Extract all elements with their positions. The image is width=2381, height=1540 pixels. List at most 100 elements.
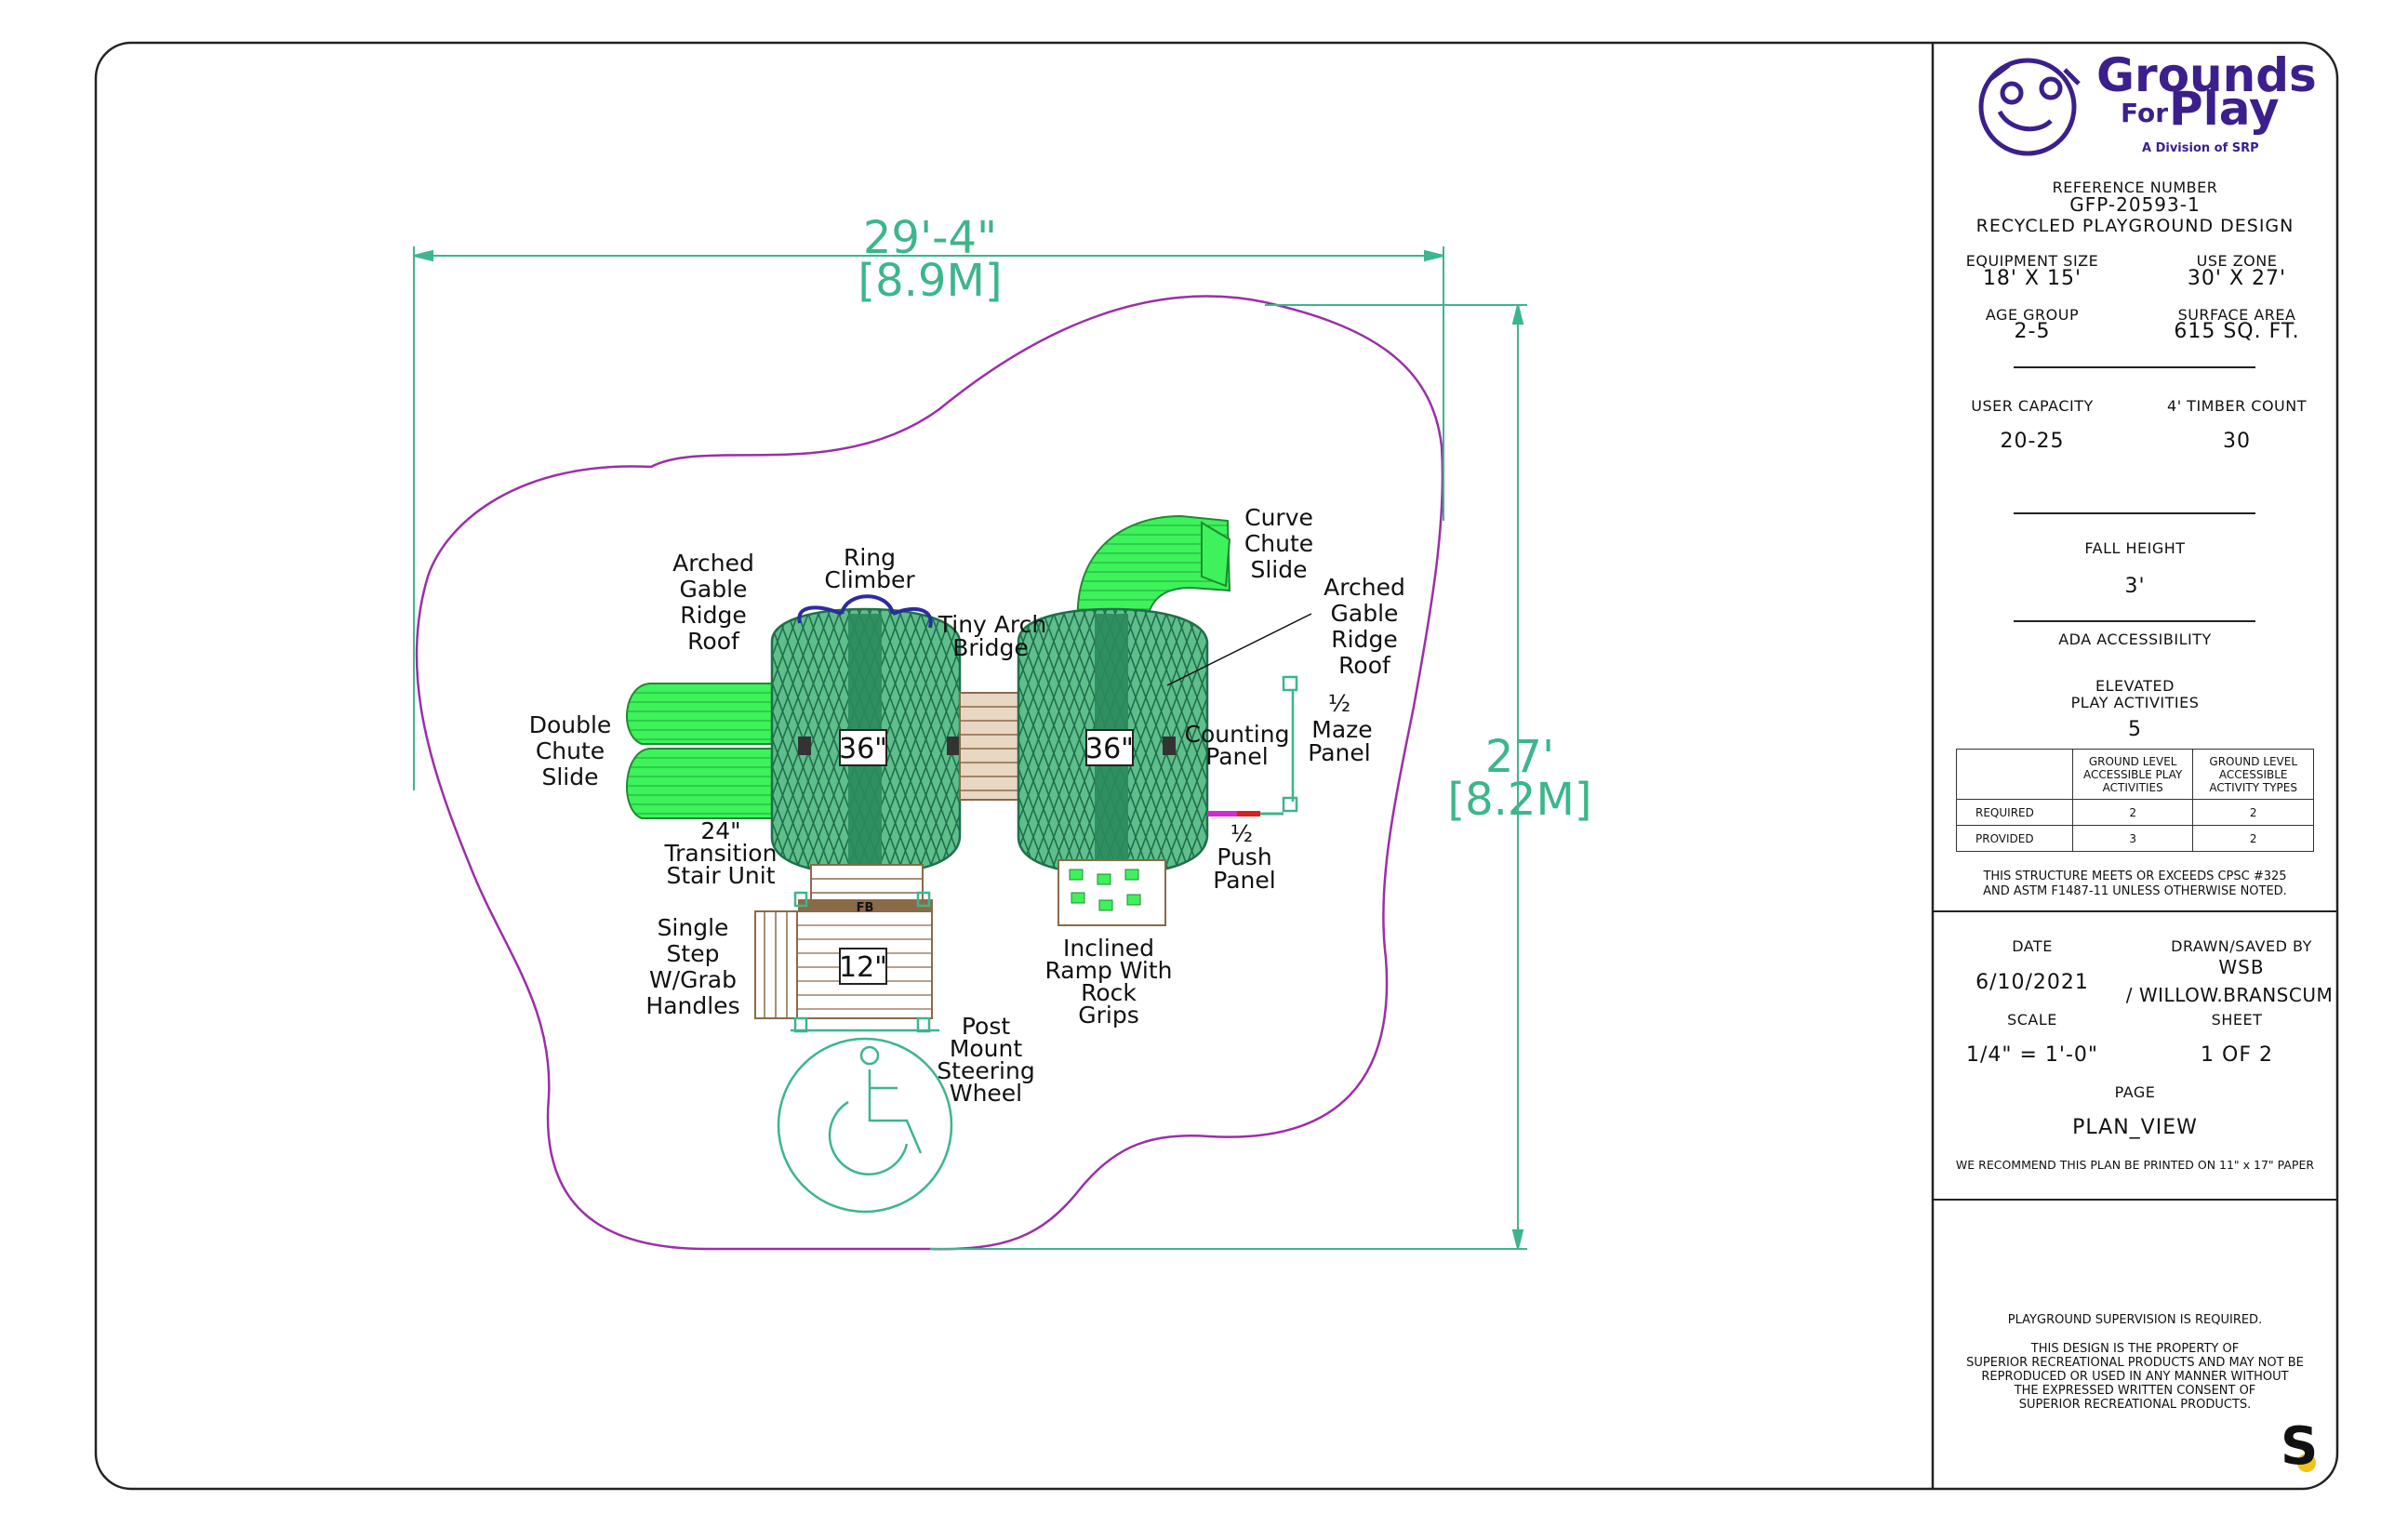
width-dimension bbox=[413, 246, 1444, 790]
height-tag-left-text: 36" bbox=[839, 733, 887, 765]
svg-text:W/Grab: W/Grab bbox=[649, 966, 737, 993]
ring-climber bbox=[797, 594, 933, 629]
maze-panel bbox=[1282, 675, 1298, 813]
srp-corner-mark-icon bbox=[2297, 1454, 2316, 1472]
property-note-4: THE EXPRESSED WRITTEN CONSENT OF bbox=[2014, 1384, 2256, 1398]
srp-corner-mark: S bbox=[2281, 1416, 2319, 1477]
equipment-size-label: EQUIPMENT SIZE bbox=[1965, 252, 2099, 270]
svg-text:Chute: Chute bbox=[536, 737, 605, 764]
svg-text:Gable: Gable bbox=[1331, 600, 1399, 627]
inclined-ramp bbox=[1057, 859, 1166, 926]
ada-row-required-label: REQUIRED bbox=[1956, 799, 2073, 826]
label-inclined-ramp: Inclined Ramp With Rock Grips bbox=[1044, 935, 1172, 1029]
svg-text:Slide: Slide bbox=[541, 763, 598, 790]
logo-grounds: Grounds bbox=[2096, 48, 2317, 102]
use-zone-value: 30' X 27' bbox=[2187, 267, 2287, 290]
label-double-chute-slide: Double Chute Slide bbox=[529, 711, 612, 790]
ada-row-provided-label: PROVIDED bbox=[1956, 825, 2073, 852]
svg-text:Gable: Gable bbox=[680, 576, 748, 603]
height-dim-meters: [8.2M] bbox=[1447, 774, 1591, 826]
width-dim-feet: 29'-4" bbox=[863, 212, 997, 264]
label-ring-climber: Ring Climber bbox=[824, 544, 915, 593]
label-maze-panel: ½ Maze Panel bbox=[1308, 690, 1372, 766]
user-capacity-label: USER CAPACITY bbox=[1971, 397, 2094, 415]
svg-text:Single: Single bbox=[658, 914, 729, 941]
timber-count-value: 30 bbox=[2223, 430, 2251, 453]
scale-value: 1/4" = 1'-0" bbox=[1965, 1043, 2099, 1067]
label-curve-chute-slide: Curve Chute Slide bbox=[1244, 504, 1313, 583]
age-group-value: 2-5 bbox=[2014, 320, 2051, 343]
svg-text:Wheel: Wheel bbox=[950, 1080, 1022, 1107]
svg-text:Curve: Curve bbox=[1244, 504, 1313, 531]
height-tag-step: 12" bbox=[839, 948, 887, 985]
label-steering-wheel: Post Mount Steering Wheel bbox=[937, 1013, 1034, 1107]
drawn-by-line2: / WILLOW.BRANSCUM bbox=[2125, 984, 2334, 1006]
property-note-5: SUPERIOR RECREATIONAL PRODUCTS. bbox=[2018, 1398, 2252, 1412]
timber-count-label: 4' TIMBER COUNT bbox=[2167, 397, 2307, 415]
elevated-label-1: ELEVATED bbox=[2095, 677, 2175, 695]
logo-for: For bbox=[2121, 98, 2169, 128]
ada-row-provided-activities: 3 bbox=[2071, 825, 2194, 852]
double-chute-slide bbox=[626, 683, 773, 819]
ada-row-required-types: 2 bbox=[2192, 799, 2314, 826]
ada-table: GROUND LEVEL ACCESSIBLE PLAY ACTIVITIES … bbox=[1956, 749, 2314, 852]
surface-area-value: 615 SQ. FT. bbox=[2174, 320, 2300, 343]
sheet-label: SHEET bbox=[2211, 1011, 2263, 1029]
separator-3 bbox=[2014, 620, 2255, 622]
use-zone-outline bbox=[415, 295, 1444, 1251]
svg-text:Chute: Chute bbox=[1244, 530, 1313, 557]
svg-text:Ramp With: Ramp With bbox=[1044, 957, 1172, 984]
svg-text:Arched: Arched bbox=[1324, 574, 1405, 601]
date-value: 6/10/2021 bbox=[1975, 971, 2089, 994]
print-note: WE RECOMMEND THIS PLAN BE PRINTED ON 11"… bbox=[1955, 1158, 2315, 1172]
drawn-by-line1: WSB bbox=[2218, 956, 2265, 978]
label-push-panel: ½ Push Panel bbox=[1213, 820, 1275, 894]
svg-text:Tiny Arch: Tiny Arch bbox=[938, 611, 1046, 638]
scale-label: SCALE bbox=[2007, 1011, 2057, 1029]
date-label: DATE bbox=[2012, 937, 2053, 955]
fall-height-value: 3' bbox=[2124, 575, 2146, 598]
label-arched-roof-left: Arched Gable Ridge Roof bbox=[672, 550, 754, 655]
svg-text:Counting: Counting bbox=[1185, 721, 1290, 748]
svg-text:½: ½ bbox=[1230, 820, 1253, 847]
elevated-label-2: PLAY ACTIVITIES bbox=[2070, 694, 2200, 711]
property-note-2: SUPERIOR RECREATIONAL PRODUCTS AND MAY N… bbox=[1966, 1356, 2304, 1370]
elevated-value: 5 bbox=[2128, 718, 2142, 741]
svg-text:Roof: Roof bbox=[1338, 652, 1391, 679]
separator-1 bbox=[2014, 366, 2255, 368]
compliance-line-1: THIS STRUCTURE MEETS OR EXCEEDS CPSC #32… bbox=[1983, 870, 2287, 883]
svg-text:Arched: Arched bbox=[672, 550, 754, 577]
label-counting-panel: Counting Panel bbox=[1185, 721, 1290, 770]
property-note-1: THIS DESIGN IS THE PROPERTY OF bbox=[2030, 1342, 2240, 1356]
ada-row-required-activities: 2 bbox=[2071, 799, 2194, 826]
height-tag-right-text: 36" bbox=[1085, 733, 1134, 765]
label-single-step: Single Step W/Grab Handles bbox=[645, 914, 739, 1019]
svg-text:Grips: Grips bbox=[1078, 1002, 1139, 1029]
svg-text:Inclined: Inclined bbox=[1063, 935, 1154, 962]
separator-2 bbox=[2014, 512, 2255, 514]
svg-text:Bridge: Bridge bbox=[952, 634, 1029, 661]
svg-text:Transition: Transition bbox=[664, 840, 778, 867]
accessibility-icon bbox=[777, 1037, 953, 1214]
age-group-label: AGE GROUP bbox=[1985, 306, 2080, 324]
svg-text:Maze: Maze bbox=[1311, 716, 1372, 743]
svg-text:Climber: Climber bbox=[824, 566, 915, 593]
design-name: RECYCLED PLAYGROUND DESIGN bbox=[1975, 216, 2295, 236]
svg-text:Slide: Slide bbox=[1250, 556, 1307, 583]
width-dim-meters: [8.9M] bbox=[858, 255, 1002, 307]
svg-text:Panel: Panel bbox=[1205, 743, 1268, 770]
supervision-note: PLAYGROUND SUPERVISION IS REQUIRED. bbox=[2007, 1313, 2263, 1327]
svg-text:Double: Double bbox=[529, 711, 612, 738]
svg-text:Ridge: Ridge bbox=[680, 602, 746, 629]
svg-text:Ring: Ring bbox=[844, 544, 896, 571]
ada-row-provided-types: 2 bbox=[2192, 825, 2314, 852]
svg-text:Panel: Panel bbox=[1213, 867, 1275, 894]
compliance-line-2: AND ASTM F1487-11 UNLESS OTHERWISE NOTED… bbox=[1983, 884, 2287, 898]
page-label: PAGE bbox=[2114, 1083, 2156, 1101]
label-transition-stair: 24" Transition Stair Unit bbox=[664, 817, 778, 889]
svg-text:Mount: Mount bbox=[950, 1035, 1023, 1062]
height-dim-feet: 27' bbox=[1485, 731, 1554, 783]
equipment-size-value: 18' X 15' bbox=[1982, 267, 2082, 290]
ada-table-header-types: GROUND LEVEL ACCESSIBLE ACTIVITY TYPES bbox=[2192, 749, 2314, 800]
